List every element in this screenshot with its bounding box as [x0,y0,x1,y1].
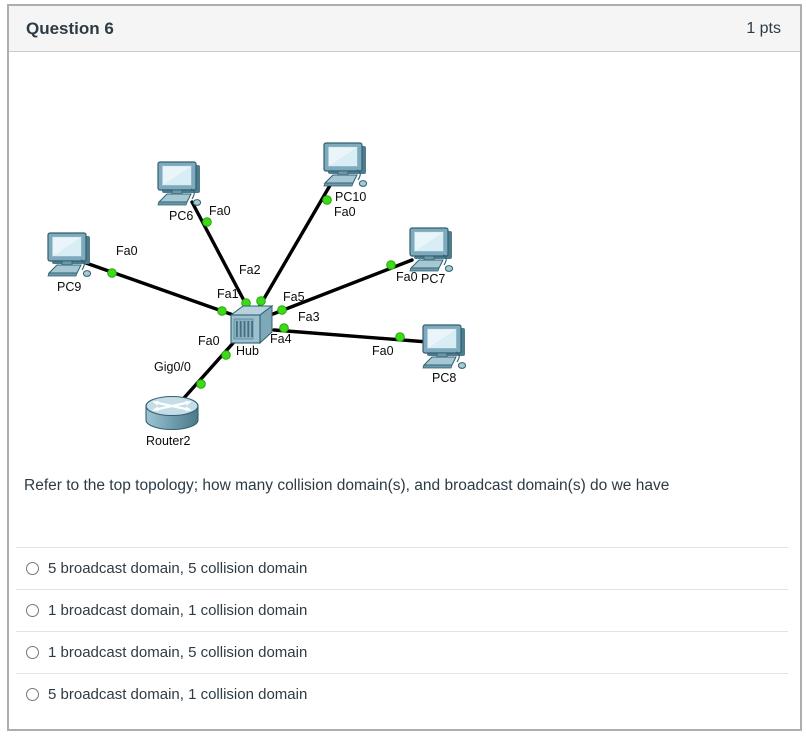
radio-button[interactable] [26,646,39,659]
option-label[interactable]: 5 broadcast domain, 5 collision domain [48,560,308,577]
port-label: Fa4 [270,332,292,346]
radio-button[interactable] [26,688,39,701]
answer-option[interactable]: 1 broadcast domain, 5 collision domain [16,631,788,673]
port-label: Fa1 [217,287,239,301]
device-label: PC8 [432,371,456,385]
port-label: Fa0 [198,334,220,348]
port-label: Fa5 [283,290,305,304]
option-label[interactable]: 5 broadcast domain, 1 collision domain [48,686,308,703]
answer-option[interactable]: 1 broadcast domain, 1 collision domain [16,589,788,631]
link-status-indicator [322,195,332,205]
link-status-indicator [217,306,227,316]
port-label: Fa3 [298,310,320,324]
device-label: PC10 [335,190,366,204]
network-link [190,200,252,314]
port-label: Fa0 [209,204,231,218]
link-status-indicator [279,323,289,333]
pc-icon [422,324,467,369]
hub-icon [229,305,274,345]
link-status-indicator [395,332,405,342]
link-status-indicator [277,305,287,315]
network-link [256,180,334,311]
link-status-indicator [256,296,266,306]
port-label: Gig0/0 [154,360,191,374]
link-status-indicator [221,350,231,360]
answer-option[interactable]: 5 broadcast domain, 1 collision domain [16,673,788,715]
port-label: Fa0 [116,244,138,258]
answer-options: 5 broadcast domain, 5 collision domain 1… [16,547,788,715]
network-link [272,328,430,344]
question-text: Refer to the top topology; how many coll… [24,477,670,494]
radio-button[interactable] [26,562,39,575]
router-icon [145,395,199,431]
device-label: PC7 [421,272,445,286]
option-label[interactable]: 1 broadcast domain, 5 collision domain [48,644,308,661]
device-label: Hub [236,344,259,358]
topology-svg: PC9PC6PC10PC7PC8HubRouter2Fa0Fa0Fa2Fa1Fa… [47,142,467,448]
device-label: PC6 [169,209,193,223]
pc-icon [47,232,92,277]
link-status-indicator [196,379,206,389]
link-status-indicator [202,217,212,227]
question-header: Question 6 1 pts [9,6,800,52]
pc-icon [323,142,368,187]
question-title: Question 6 [26,18,114,38]
port-label: Fa0 [396,270,418,284]
option-label[interactable]: 1 broadcast domain, 1 collision domain [48,602,308,619]
answer-option[interactable]: 5 broadcast domain, 5 collision domain [16,547,788,589]
port-label: Fa2 [239,263,261,277]
points-label: 1 pts [746,19,781,37]
link-status-indicator [386,260,396,270]
pc-icon [409,227,454,272]
pc-icon [157,161,202,206]
radio-button[interactable] [26,604,39,617]
link-status-indicator [107,268,117,278]
device-label: Router2 [146,434,191,448]
device-label: PC9 [57,280,81,294]
port-label: Fa0 [372,344,394,358]
port-label: Fa0 [334,205,356,219]
